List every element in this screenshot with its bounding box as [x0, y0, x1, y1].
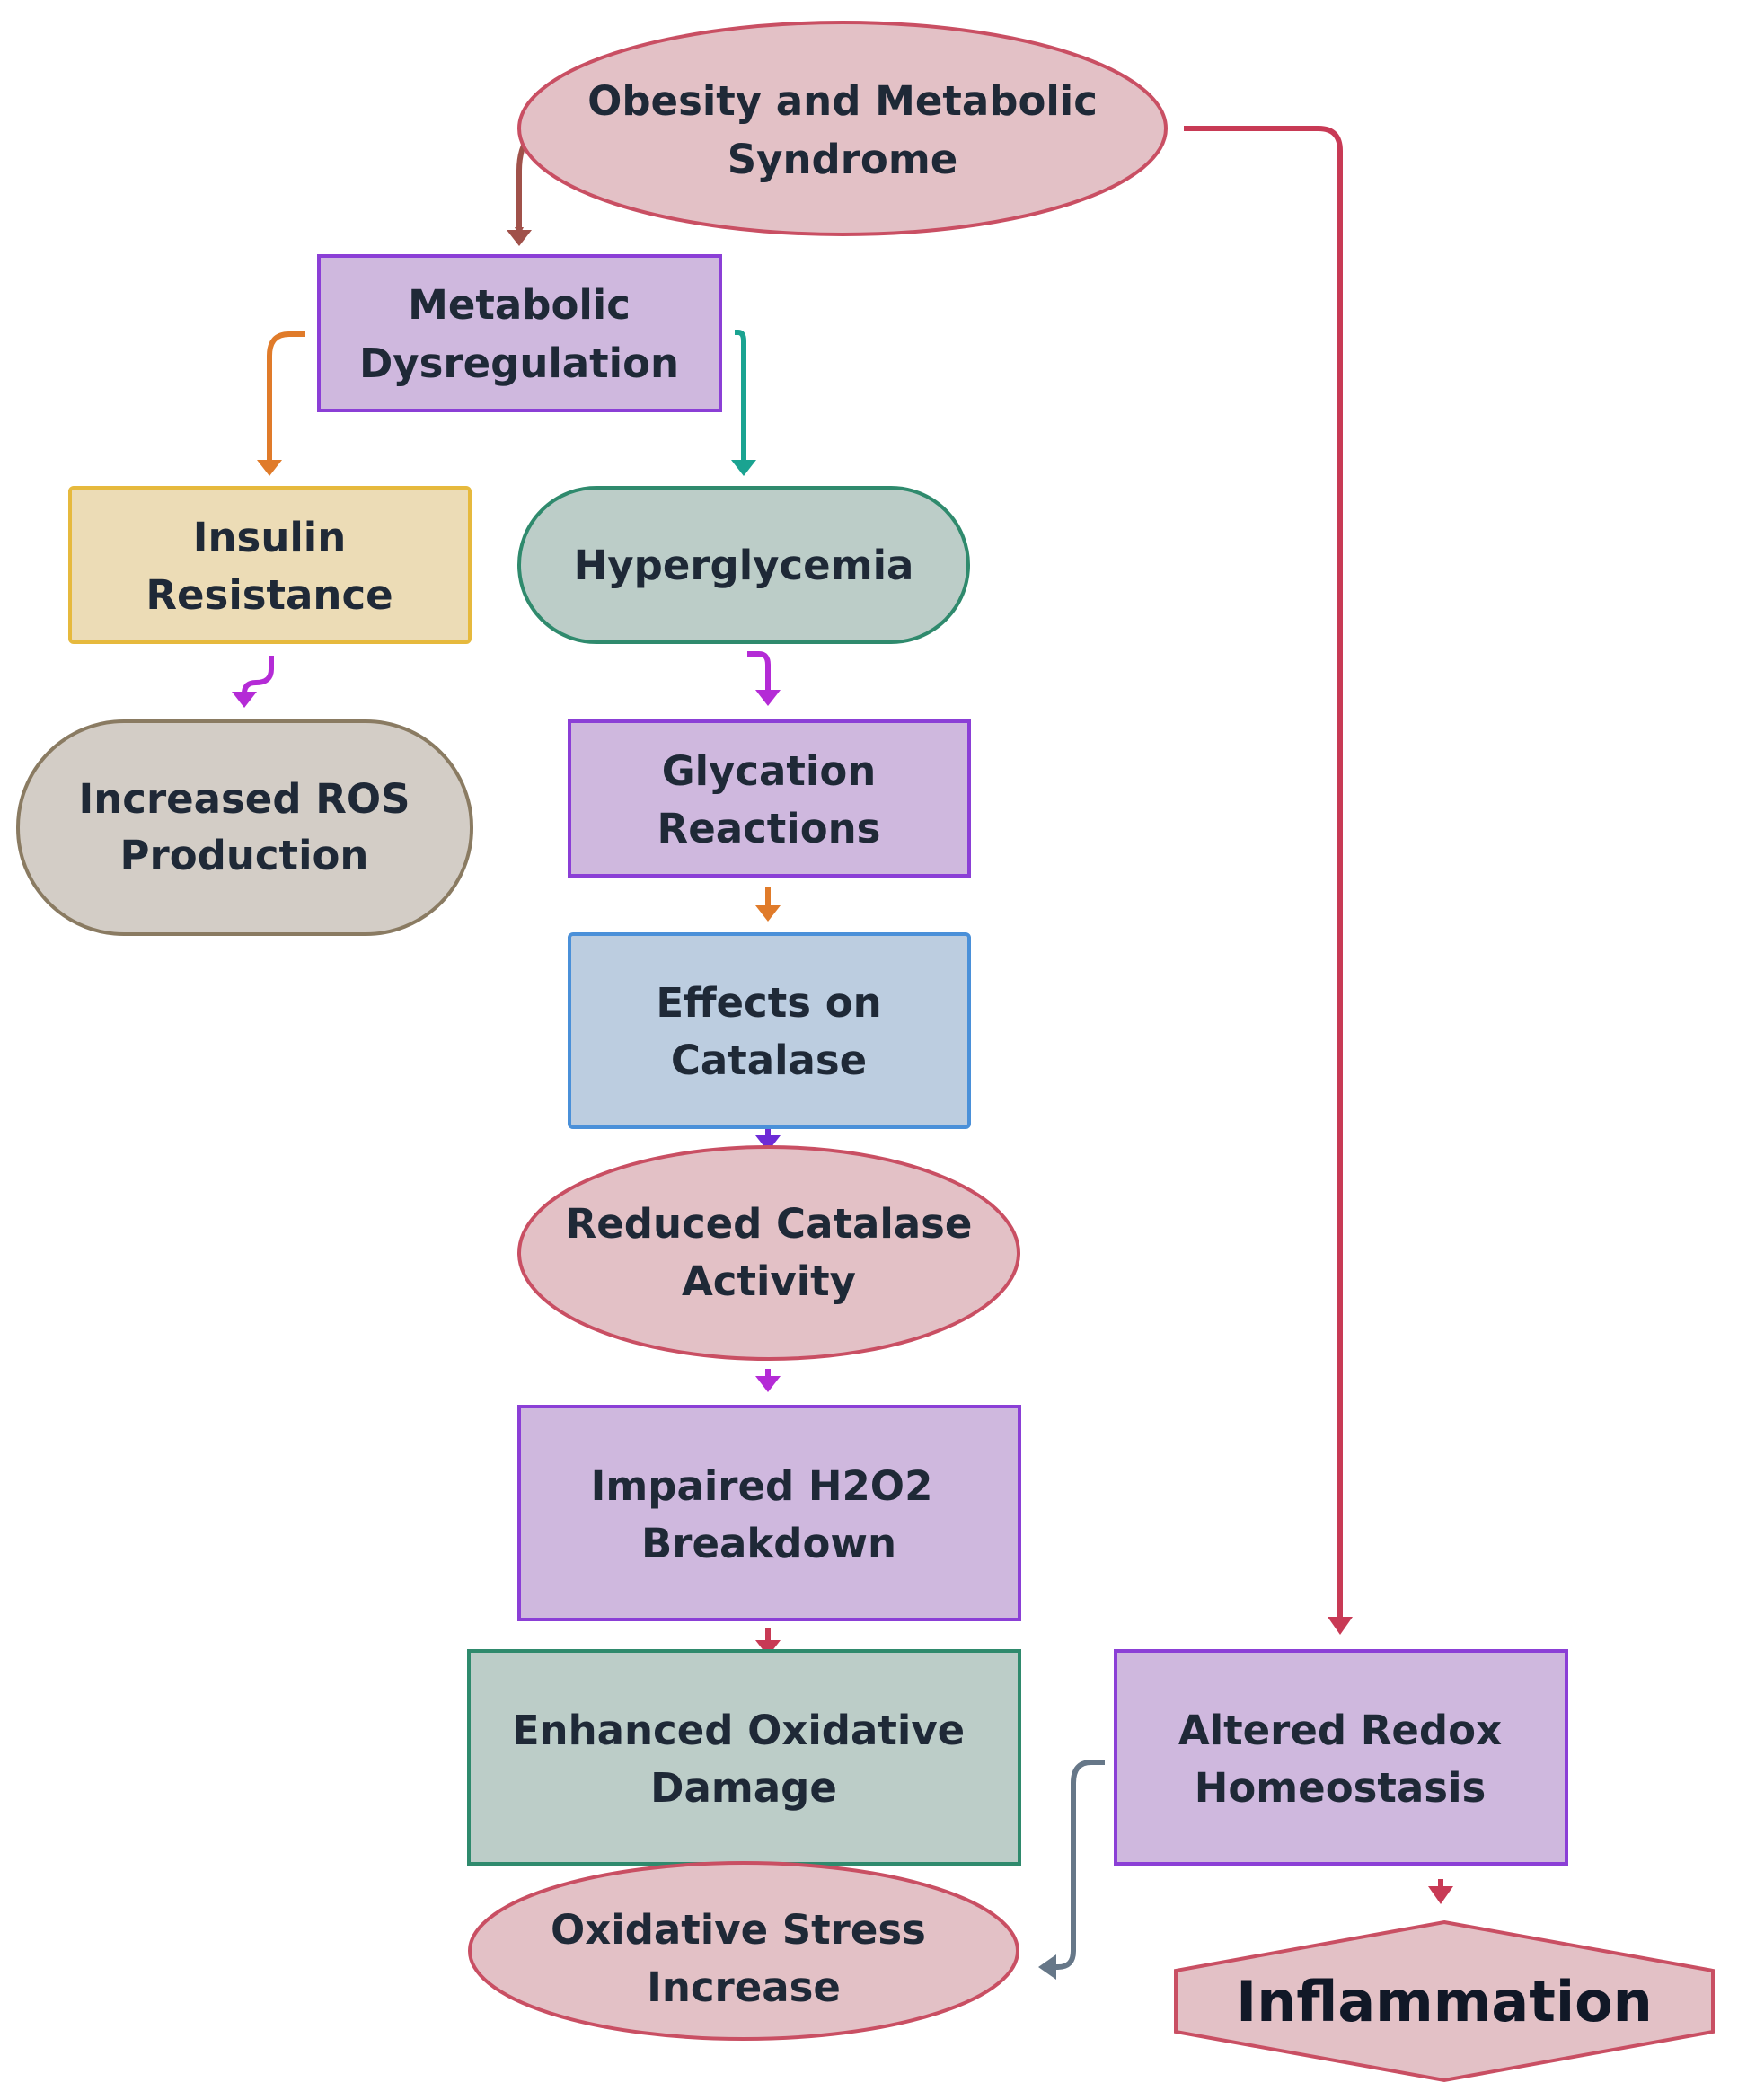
node-increased-ros-line1: Increased ROS — [78, 775, 410, 823]
arrowhead-impaired-to-enhanced — [755, 1640, 781, 1656]
node-inflammation-line1: Inflammation — [1236, 1969, 1653, 2034]
node-hyperglycemia-shape — [517, 486, 970, 644]
node-glycation-line2: Reactions — [657, 805, 881, 852]
arrowhead-obesity-to-dysregulation — [507, 230, 532, 246]
arrowhead-obesity-to-altered-redox — [1328, 1617, 1353, 1635]
node-reduced-catalase-line2: Activity — [682, 1257, 856, 1305]
node-metabolic-dysregulation-line2: Dysregulation — [359, 340, 679, 387]
node-hyperglycemia: Hyperglycemia — [517, 486, 970, 644]
node-effects-catalase-shape — [568, 932, 971, 1129]
node-glycation-line1: Glycation — [662, 747, 877, 795]
arrowhead-redox-to-stress — [1038, 1954, 1056, 1980]
node-inflammation-shape — [1174, 1919, 1715, 2083]
arrowhead-glycation-to-effects — [755, 905, 781, 922]
node-inflammation: Inflammation — [1174, 1919, 1715, 2083]
node-effects-catalase-line1: Effects on — [656, 979, 881, 1027]
node-effects-catalase-line2: Catalase — [671, 1037, 867, 1084]
node-metabolic-dysregulation-line1: Metabolic — [408, 281, 631, 329]
node-enhanced-oxidative-shape — [467, 1649, 1021, 1866]
arrowhead-redox-to-inflammation — [1428, 1886, 1453, 1904]
node-increased-ros-line2: Production — [120, 832, 369, 879]
node-enhanced-oxidative-line1: Enhanced Oxidative — [512, 1707, 965, 1754]
arrowhead-effects-to-reduced — [755, 1135, 781, 1151]
arrowhead-dysregulation-to-insulin — [257, 460, 282, 476]
arrow-obesity-to-altered-redox — [1184, 126, 1343, 1617]
node-altered-redox-shape — [1114, 1649, 1568, 1866]
node-reduced-catalase-shape — [517, 1145, 1020, 1361]
node-altered-redox: Altered Redox Homeostasis — [1114, 1649, 1568, 1866]
node-altered-redox-line1: Altered Redox — [1178, 1707, 1502, 1754]
arrow-hyperglycemia-to-glycation — [747, 651, 771, 692]
node-metabolic-dysregulation-shape — [317, 254, 722, 412]
arrow-insulin-to-ros — [242, 656, 274, 694]
node-enhanced-oxidative-line2: Damage — [650, 1764, 837, 1812]
node-impaired-h2o2-shape — [517, 1405, 1021, 1621]
node-increased-ros-shape — [16, 719, 473, 936]
node-oxidative-stress-shape — [468, 1861, 1019, 2041]
arrowhead-hyperglycemia-to-glycation — [755, 690, 781, 706]
node-effects-catalase: Effects on Catalase — [568, 932, 971, 1129]
node-glycation: Glycation Reactions — [568, 719, 971, 878]
node-glycation-shape — [568, 719, 971, 878]
node-insulin-resistance-shape — [68, 486, 472, 644]
node-increased-ros: Increased ROS Production — [16, 719, 473, 936]
connectors — [232, 126, 1453, 1980]
node-metabolic-dysregulation: Metabolic Dysregulation — [317, 254, 722, 412]
arrow-dysregulation-to-insulin — [267, 331, 305, 460]
node-oxidative-stress: Oxidative Stress Increase — [468, 1861, 1019, 2041]
arrowhead-insulin-to-ros — [232, 692, 257, 708]
arrow-dysregulation-to-hyperglycemia — [735, 330, 746, 460]
node-oxidative-stress-line1: Oxidative Stress — [551, 1906, 926, 1954]
node-insulin-resistance-line2: Resistance — [146, 571, 393, 619]
node-reduced-catalase: Reduced Catalase Activity — [517, 1145, 1020, 1361]
node-obesity: Obesity and Metabolic Syndrome — [517, 21, 1168, 236]
arrow-redox-to-stress — [1053, 1760, 1105, 1970]
node-enhanced-oxidative: Enhanced Oxidative Damage — [467, 1649, 1021, 1866]
node-obesity-shape — [517, 21, 1168, 236]
node-hyperglycemia-line1: Hyperglycemia — [574, 542, 914, 589]
node-altered-redox-line2: Homeostasis — [1195, 1764, 1487, 1812]
node-insulin-resistance-line1: Insulin — [193, 514, 347, 561]
node-obesity-line2: Syndrome — [728, 136, 958, 183]
node-impaired-h2o2-line2: Breakdown — [641, 1520, 896, 1567]
node-reduced-catalase-line1: Reduced Catalase — [566, 1200, 973, 1248]
node-impaired-h2o2-line1: Impaired H2O2 — [591, 1462, 933, 1510]
node-obesity-line1: Obesity and Metabolic — [587, 77, 1098, 125]
arrowhead-reduced-to-impaired — [755, 1376, 781, 1392]
arrowhead-dysregulation-to-hyperglycemia — [731, 460, 756, 476]
node-oxidative-stress-line2: Increase — [647, 1963, 841, 2011]
node-impaired-h2o2: Impaired H2O2 Breakdown — [517, 1405, 1021, 1621]
node-insulin-resistance: Insulin Resistance — [68, 486, 472, 644]
